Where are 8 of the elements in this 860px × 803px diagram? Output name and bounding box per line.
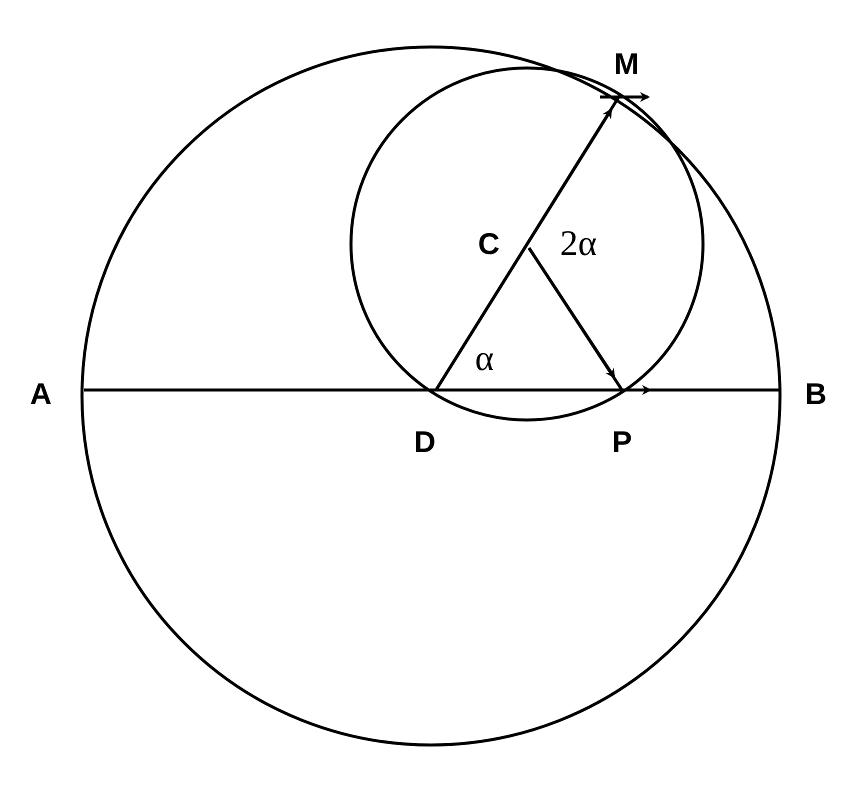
point-label: D — [414, 428, 436, 458]
point-label: B — [805, 380, 827, 410]
point-label: P — [612, 428, 632, 458]
point-label: M — [614, 50, 639, 80]
angle-label: α — [475, 340, 494, 376]
point-label: C — [478, 230, 500, 260]
point-label: A — [30, 380, 52, 410]
angle-label: 2α — [560, 225, 597, 261]
